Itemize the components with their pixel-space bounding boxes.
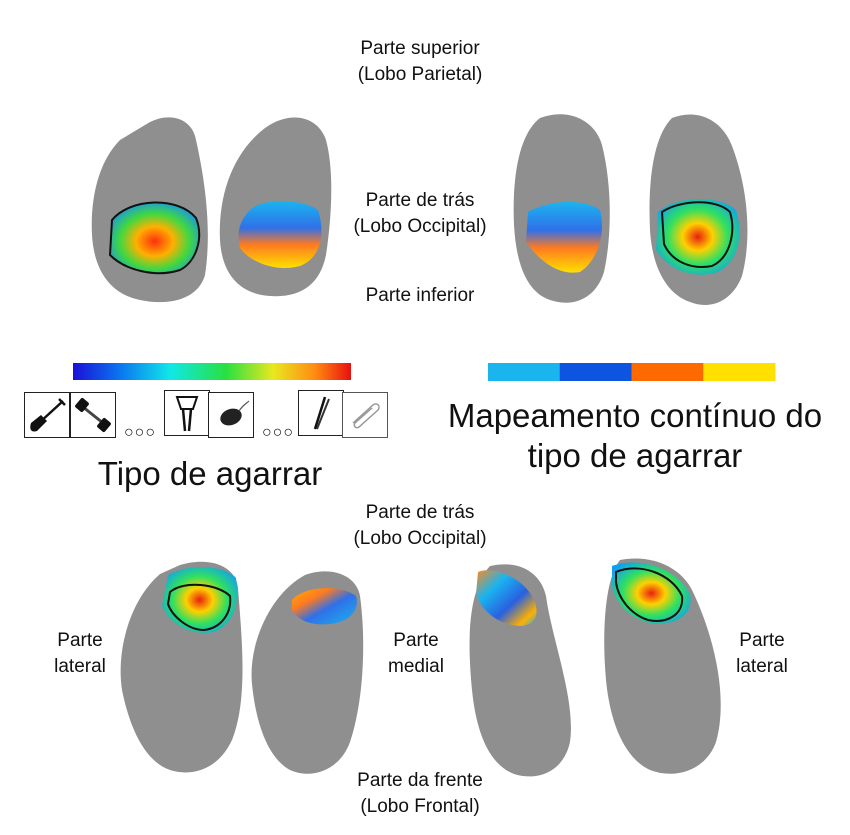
brain-bottom-2 [251, 571, 364, 774]
paperclip-icon [352, 403, 380, 429]
discrete-colorbar-segment [559, 363, 632, 381]
label-bottom-middle: Parte medial [366, 628, 466, 680]
label-top-inferior: Parte inferior [365, 285, 475, 306]
label-bottom-front: Parte da frente (Lobo Frontal) [320, 768, 520, 820]
object-card-mouse [208, 392, 254, 438]
label-top-superior: Parte superior (Lobo Parietal) [320, 36, 520, 88]
label-line: (Lobo Occipital) [353, 528, 487, 549]
brain-bottom-4 [604, 558, 721, 774]
label-line: (Lobo Frontal) [360, 796, 480, 817]
discrete-colorbar [488, 363, 776, 381]
rainbow-colorbar [73, 363, 351, 380]
label-line: Parte [393, 630, 439, 651]
tweezers-icon [313, 396, 330, 430]
label-line: Parte de trás [365, 190, 475, 211]
label-line: Parte da frente [357, 770, 483, 791]
brain-top-3 [513, 114, 610, 303]
caption-line: Mapeamento contínuo do [447, 397, 823, 434]
ellipsis-dots-1: ○○○ [124, 424, 156, 441]
label-line: Parte [739, 630, 785, 651]
label-line: Parte superior [360, 38, 480, 59]
object-card-paperclip [342, 392, 388, 438]
juicer-icon [175, 396, 199, 432]
object-card-shovel [24, 392, 70, 438]
discrete-caption: Mapeamento contínuo do tipo de agarrar [430, 396, 840, 476]
object-card-tweezers [298, 390, 344, 436]
discrete-colorbar-segment [703, 363, 776, 381]
label-line: Parte [57, 630, 103, 651]
label-top-center: Parte de trás (Lobo Occipital) [320, 188, 520, 240]
brain-bottom-3 [469, 564, 571, 777]
brain-top-2 [219, 117, 332, 297]
label-line: Parte de trás [365, 502, 475, 523]
rainbow-caption: Tipo de agarrar [97, 455, 323, 492]
caption-line: tipo de agarrar [527, 437, 743, 474]
label-line: (Lobo Occipital) [353, 216, 487, 237]
label-line: lateral [54, 656, 106, 677]
brain-bottom-1 [120, 561, 243, 773]
dumbbell-icon [75, 398, 111, 432]
label-line: medial [388, 656, 444, 677]
discrete-colorbar-segment [631, 363, 704, 381]
label-bottom-left: Parte lateral [30, 628, 130, 680]
mouse-icon [220, 400, 250, 426]
brain-top-1 [91, 117, 208, 303]
object-card-juicer [164, 390, 210, 436]
ellipsis-dots-2: ○○○ [262, 424, 294, 441]
label-line: (Lobo Parietal) [357, 64, 483, 85]
label-line: lateral [736, 656, 788, 677]
label-bottom-right: Parte lateral [712, 628, 812, 680]
shovel-icon [30, 398, 66, 432]
object-card-dumbbell [70, 392, 116, 438]
label-bottom-top: Parte de trás (Lobo Occipital) [320, 500, 520, 552]
brain-top-4 [649, 114, 748, 305]
discrete-colorbar-segment [488, 363, 561, 381]
